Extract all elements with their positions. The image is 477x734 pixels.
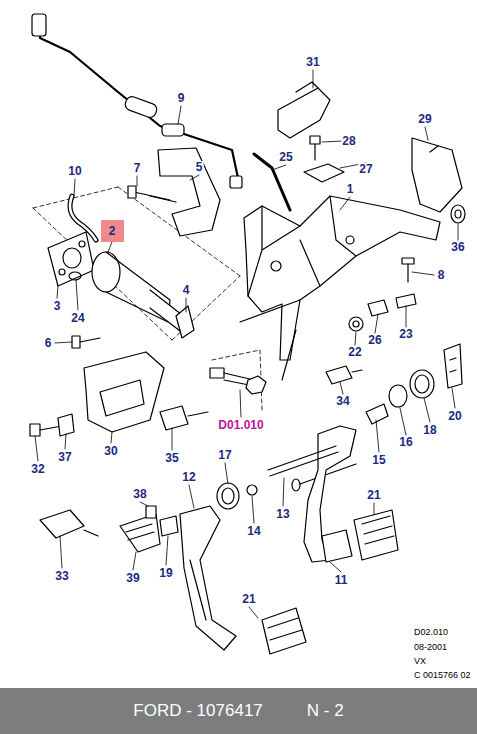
callout-number: 18 — [422, 424, 437, 436]
callout-number: 39 — [125, 572, 140, 584]
callout-number: 37 — [57, 451, 72, 463]
callout-number: 11 — [334, 574, 349, 586]
callout-number: 9 — [177, 92, 186, 104]
callout-number: 29 — [417, 113, 432, 125]
callout-number: 15 — [371, 454, 386, 466]
callout-number: 19 — [158, 567, 173, 579]
part-reference: N - 2 — [307, 701, 344, 721]
callout-number: 33 — [54, 570, 69, 582]
callout-number: 36 — [450, 241, 465, 253]
callout-number: 6 — [44, 337, 53, 349]
callout-number: 24 — [70, 312, 85, 324]
callout-number: 21 — [241, 593, 256, 605]
callout-number: 13 — [275, 508, 290, 520]
callout-number: 31 — [305, 56, 320, 68]
drawing-reference: VX — [413, 657, 427, 666]
callout-number: 5 — [195, 161, 204, 173]
callout-number: 30 — [103, 445, 118, 457]
callout-number: 7 — [133, 162, 142, 174]
group-reference: D01.010 — [217, 419, 264, 431]
callout-number: 27 — [358, 163, 373, 175]
callout-number: 26 — [367, 334, 382, 346]
callout-number: 20 — [447, 410, 462, 422]
callout-number: 3 — [53, 300, 62, 312]
callout-number: 2 — [109, 224, 116, 238]
callout-number: 25 — [278, 151, 293, 163]
callout-number: 10 — [67, 165, 82, 177]
callout-number: 21 — [366, 489, 381, 501]
drawing-reference: D02.010 — [413, 628, 449, 637]
callout-number: 17 — [217, 449, 232, 461]
callout-number: 38 — [132, 488, 147, 500]
callout-number: 35 — [164, 452, 179, 464]
highlighted-callout: 2 — [101, 220, 124, 242]
part-reference: FORD - 1076417 — [133, 701, 262, 721]
callout-number: 16 — [398, 436, 413, 448]
callout-number: 12 — [181, 471, 196, 483]
callout-number: 8 — [437, 269, 446, 281]
drawing-reference: 08-2001 — [413, 643, 448, 652]
callout-number: 34 — [335, 395, 350, 407]
drawing-reference: C 0015766 02 — [413, 671, 472, 680]
callout-number: 1 — [346, 183, 355, 195]
callout-number: 22 — [347, 346, 362, 358]
callout-number: 14 — [246, 525, 261, 537]
callout-number: 4 — [182, 284, 191, 296]
footer-band: FORD - 1076417 N - 2 — [0, 688, 477, 734]
callout-number: 32 — [30, 463, 45, 475]
callout-number: 23 — [398, 328, 413, 340]
callout-number: 28 — [341, 135, 356, 147]
